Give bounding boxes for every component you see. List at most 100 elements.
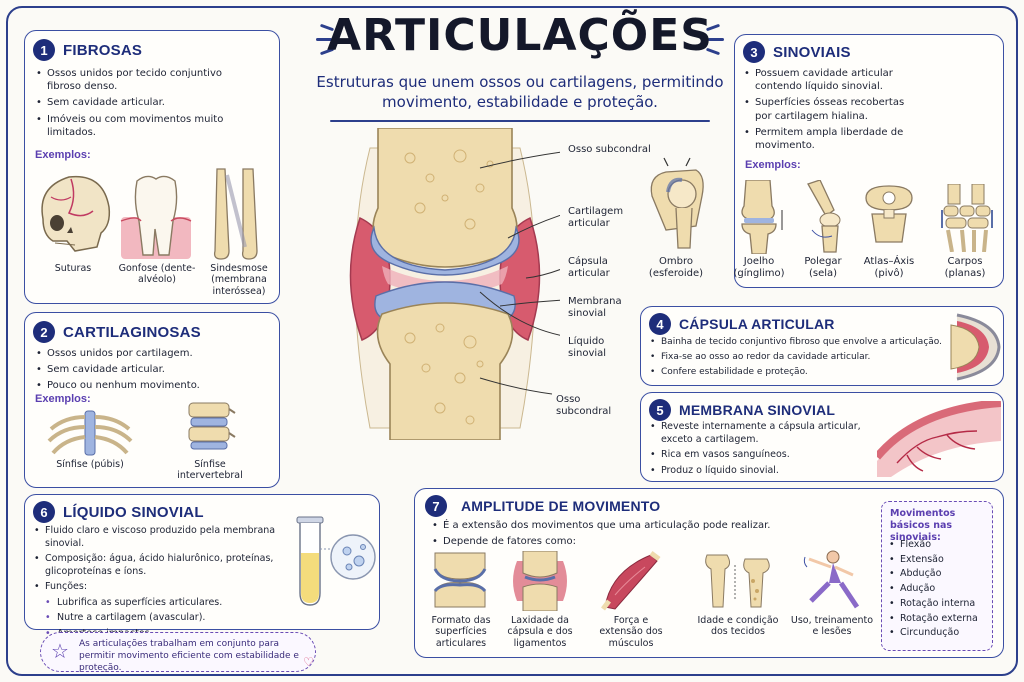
factor-caption: Uso, treinamento e lesões (790, 615, 874, 638)
bullet-item: Funções: (31, 581, 297, 594)
knee-joint-illustration (741, 180, 783, 254)
page-subtitle: Estruturas que unem ossos ou cartilagens… (316, 73, 724, 112)
movements-list: Flexão Extensão Abdução Adução Rotação i… (886, 538, 990, 641)
movement-item: Rotação interna (886, 597, 990, 612)
joint-label-osso-subcondral: Osso subcondral (568, 144, 651, 155)
subtitle-underline (330, 120, 710, 122)
example-caption: Joelho (gínglimo) (733, 256, 785, 279)
section-title: AMPLITUDE DE MOVIMENTO (461, 498, 661, 514)
section-title: LÍQUIDO SINOVIAL (63, 503, 204, 521)
factor-caption: Idade e condição dos tecidos (697, 615, 779, 638)
tooth-illustration (120, 175, 192, 259)
title-dash-decoration (708, 38, 724, 41)
examples-label: Exemplos: (35, 393, 91, 405)
movement-item: Rotação externa (886, 612, 990, 627)
factor-caption: Força e extensão dos músculos (599, 615, 663, 649)
thumb-joint-illustration (807, 180, 841, 253)
section-number: 7 (425, 495, 447, 517)
aging-bones-illustration (705, 554, 770, 608)
factor-caption: Laxidade da cápsula e dos ligamentos (507, 615, 573, 649)
muscle-illustration (601, 551, 661, 611)
movements-box: Movimentos básicos nas sinoviais: Flexão… (881, 501, 993, 651)
movement-item: Abdução (886, 567, 990, 582)
examples-label: Exemplos: (35, 149, 91, 161)
carpal-bones-illustration (941, 184, 993, 252)
bullet-item: Pouco ou nenhum movimento. (33, 379, 269, 392)
shoulder-joint-illustration (650, 157, 704, 249)
bullet-list: Bainha de tecido conjuntivo fibroso que … (647, 337, 947, 382)
capsule-cross-section-illustration (950, 313, 1001, 381)
example-caption: Sindesmose (membrana interóssea) (210, 263, 268, 297)
factor-caption: Formato das superfícies articulares (431, 615, 491, 649)
card-header: 6 LÍQUIDO SINOVIAL (33, 501, 204, 523)
articular-surface-illustration (433, 552, 487, 608)
bullet-list: Ossos unidos por cartilagem. Sem cavidad… (33, 347, 269, 396)
card-capsula-articular: 4 CÁPSULA ARTICULAR Bainha de tecido con… (640, 306, 1004, 386)
bullet-list: É a extensão dos movimentos que uma arti… (429, 519, 869, 551)
card-header: 7 AMPLITUDE DE MOVIMENTO (425, 495, 660, 517)
bullet-item: Possuem cavidade articular contendo líqu… (741, 67, 923, 93)
ribcage-illustration (47, 410, 133, 456)
joint-label-osso-subcondral-inferior: Osso subcondral (556, 394, 612, 417)
section-title: MEMBRANA SINOVIAL (679, 402, 836, 418)
example-caption: Gonfose (dente-alvéolo) (118, 263, 196, 286)
example-caption: Suturas (54, 263, 92, 274)
atlas-axis-illustration (865, 185, 913, 243)
test-tube-illustration (296, 516, 376, 606)
card-header: 3 SINOVIAIS (743, 41, 851, 63)
example-caption: Ombro (esferoide) (648, 256, 704, 279)
bullet-item: Permitem ampla liberdade de movimento. (741, 126, 923, 152)
section-number: 4 (649, 313, 671, 335)
bullet-item: Depende de fatores como: (429, 535, 869, 548)
bullet-item: Ossos unidos por cartilagem. (33, 347, 269, 360)
star-icon: ☆ (51, 639, 69, 663)
section-number: 3 (743, 41, 765, 63)
examples-label: Exemplos: (745, 159, 801, 171)
vertebrae-illustration (188, 402, 236, 450)
movement-item: Circundução (886, 626, 990, 641)
card-header: 4 CÁPSULA ARTICULAR (649, 313, 835, 335)
movement-item: Adução (886, 582, 990, 597)
bullet-item: Ossos unidos por tecido conjuntivo fibro… (33, 67, 233, 93)
joint-label-membrana: Membrana sinovial (568, 296, 622, 319)
example-caption: Carpos (planas) (944, 256, 986, 279)
bullet-item: É a extensão dos movimentos que uma arti… (429, 519, 869, 532)
skull-illustration (41, 175, 111, 252)
bullet-list: Possuem cavidade articular contendo líqu… (741, 67, 923, 155)
forearm-bones-illustration (213, 168, 258, 260)
movement-item: Extensão (886, 553, 990, 568)
bullet-item: Bainha de tecido conjuntivo fibroso que … (647, 337, 947, 349)
section-title: CARTILAGINOSAS (63, 323, 201, 341)
page-title: ARTICULAÇÕES (327, 10, 713, 61)
bullet-item: Composição: água, ácido hialurônico, pro… (31, 553, 297, 578)
bullet-item: Sem cavidade articular. (33, 363, 269, 376)
example-caption: Polegar (sela) (804, 256, 842, 279)
joint-label-capsula: Cápsula articular (568, 256, 610, 279)
card-header: 2 CARTILAGINOSAS (33, 321, 201, 343)
card-fibrosas: 1 FIBROSAS Ossos unidos por tecido conju… (24, 30, 280, 304)
section-title: SINOVIAIS (773, 43, 851, 61)
function-item: Lubrifica as superfícies articulares. (31, 597, 297, 610)
bullet-list: Reveste internamente a cápsula articular… (647, 421, 877, 480)
joint-label-liquido: Líquido sinovial (568, 336, 607, 359)
title-dash-decoration (316, 38, 332, 41)
section-number: 1 (33, 39, 55, 61)
note-text: As articulações trabalham em conjunto pa… (79, 639, 299, 674)
card-sinoviais: 3 SINOVIAIS Possuem cavidade articular c… (734, 34, 1004, 288)
joint-label-cartilagem: Cartilagem articular (568, 206, 624, 229)
summary-note: ☆ As articulações trabalham em conjunto … (40, 632, 316, 674)
bullet-list: Ossos unidos por tecido conjuntivo fibro… (33, 67, 233, 142)
card-membrana-sinovial: 5 MEMBRANA SINOVIAL Reveste internamente… (640, 392, 1004, 482)
bullet-item: Imóveis ou com movimentos muito limitado… (33, 113, 233, 139)
synovial-joint-diagram (349, 128, 560, 440)
section-number: 6 (33, 501, 55, 523)
card-header: 5 MEMBRANA SINOVIAL (649, 399, 835, 421)
section-number: 5 (649, 399, 671, 421)
example-caption: Sínfise intervertebral (177, 459, 243, 482)
bullet-list: Fluido claro e viscoso produzido pela me… (31, 525, 297, 643)
bullet-item: Fixa-se ao osso ao redor da cavidade art… (647, 352, 947, 364)
example-caption: Atlas–Áxis (pivô) (863, 256, 915, 279)
section-title: FIBROSAS (63, 41, 143, 59)
heart-icon: ♡ (303, 655, 314, 669)
bullet-item: Reveste internamente a cápsula articular… (647, 421, 877, 446)
